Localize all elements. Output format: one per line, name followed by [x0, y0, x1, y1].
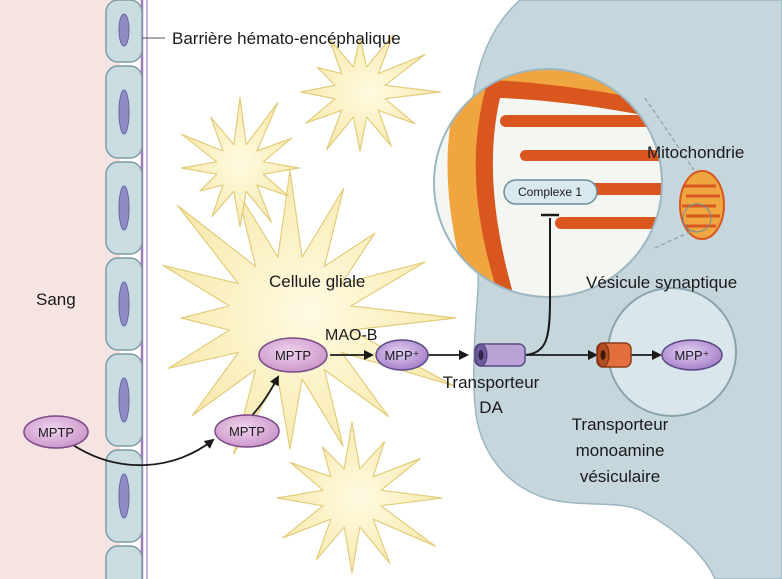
- mptp-blood-label: MPTP: [38, 425, 74, 440]
- synaptic-vesicle-label: Vésicule synaptique: [586, 273, 737, 292]
- vmat-transporter: [597, 343, 631, 367]
- endothelial-wall: [106, 0, 142, 579]
- endothelial-cell: [106, 546, 142, 579]
- vmat-label-line1: Transporteur: [572, 415, 669, 434]
- blood-label: Sang: [36, 290, 76, 309]
- mptp-endothelium-label: MPTP: [229, 424, 265, 439]
- mitochondria-small: [680, 171, 724, 239]
- nucleus: [119, 282, 129, 326]
- dat-label-line1: Transporteur: [443, 373, 540, 392]
- complex1-label: Complexe 1: [518, 185, 582, 199]
- mptp-glia-label: MPTP: [275, 348, 311, 363]
- vmat-label-line3: vésiculaire: [580, 467, 660, 486]
- vmat-label-line2: monoamine: [576, 441, 665, 460]
- mpp-extracellular-label: MPP⁺: [384, 348, 419, 363]
- bbb-label: Barrière hémato-encéphalique: [172, 29, 401, 48]
- nucleus: [119, 14, 129, 46]
- dat-label-line2: DA: [479, 398, 503, 417]
- mpp-vesicle-label: MPP⁺: [674, 348, 709, 363]
- glial-cell-label: Cellule gliale: [269, 272, 365, 291]
- nucleus: [119, 474, 129, 518]
- nucleus: [119, 378, 129, 422]
- dat-transporter: [475, 344, 525, 366]
- nucleus: [119, 90, 129, 134]
- nucleus: [119, 186, 129, 230]
- mao-b-label: MAO-B: [325, 327, 377, 344]
- mitochondria-label: Mitochondrie: [647, 143, 744, 162]
